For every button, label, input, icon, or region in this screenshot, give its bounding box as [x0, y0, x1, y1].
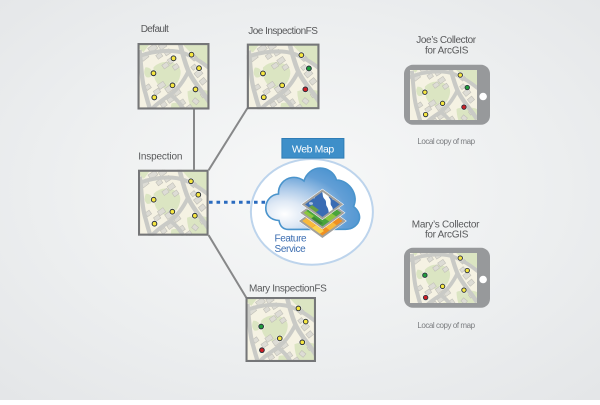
svg-text:for ArcGIS: for ArcGIS [425, 230, 469, 241]
svg-text:for ArcGIS: for ArcGIS [425, 45, 469, 56]
svg-text:Default: Default [141, 24, 169, 35]
svg-text:Service: Service [275, 244, 307, 255]
svg-text:Joe InspectionFS: Joe InspectionFS [248, 26, 318, 37]
svg-text:Mary InspectionFS: Mary InspectionFS [249, 283, 327, 294]
svg-text:Mary’s Collector: Mary’s Collector [412, 220, 480, 231]
svg-text:Local copy of map: Local copy of map [417, 321, 475, 330]
svg-text:Local copy of map: Local copy of map [417, 137, 475, 146]
svg-text:Joe’s Collector: Joe’s Collector [416, 35, 476, 46]
svg-text:Inspection: Inspection [138, 151, 182, 162]
svg-text:Web Map: Web Map [292, 144, 335, 156]
svg-text:Feature: Feature [275, 234, 308, 245]
